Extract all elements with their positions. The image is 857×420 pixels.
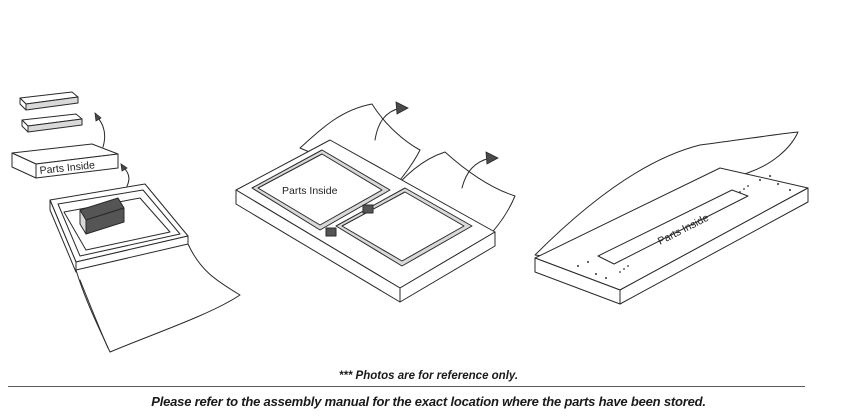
- panel-drawer: Parts Inside: [11, 91, 241, 353]
- panel-board: Parts Inside: [534, 131, 809, 305]
- board-holes: [577, 175, 791, 279]
- panel-case: Parts Inside: [235, 101, 516, 303]
- instruction-text: Please refer to the assembly manual for …: [151, 394, 706, 409]
- divider-line: [8, 386, 805, 387]
- parts-inside-label: Parts Inside: [39, 159, 96, 177]
- reference-note: *** Photos are for reference only.: [338, 370, 519, 382]
- drawer-body: [49, 183, 241, 353]
- part-piece-bottom: [21, 113, 83, 133]
- parts-inside-label: Parts Inside: [282, 185, 338, 197]
- parts-box: Parts Inside: [11, 143, 119, 179]
- part-piece-top: [19, 91, 79, 111]
